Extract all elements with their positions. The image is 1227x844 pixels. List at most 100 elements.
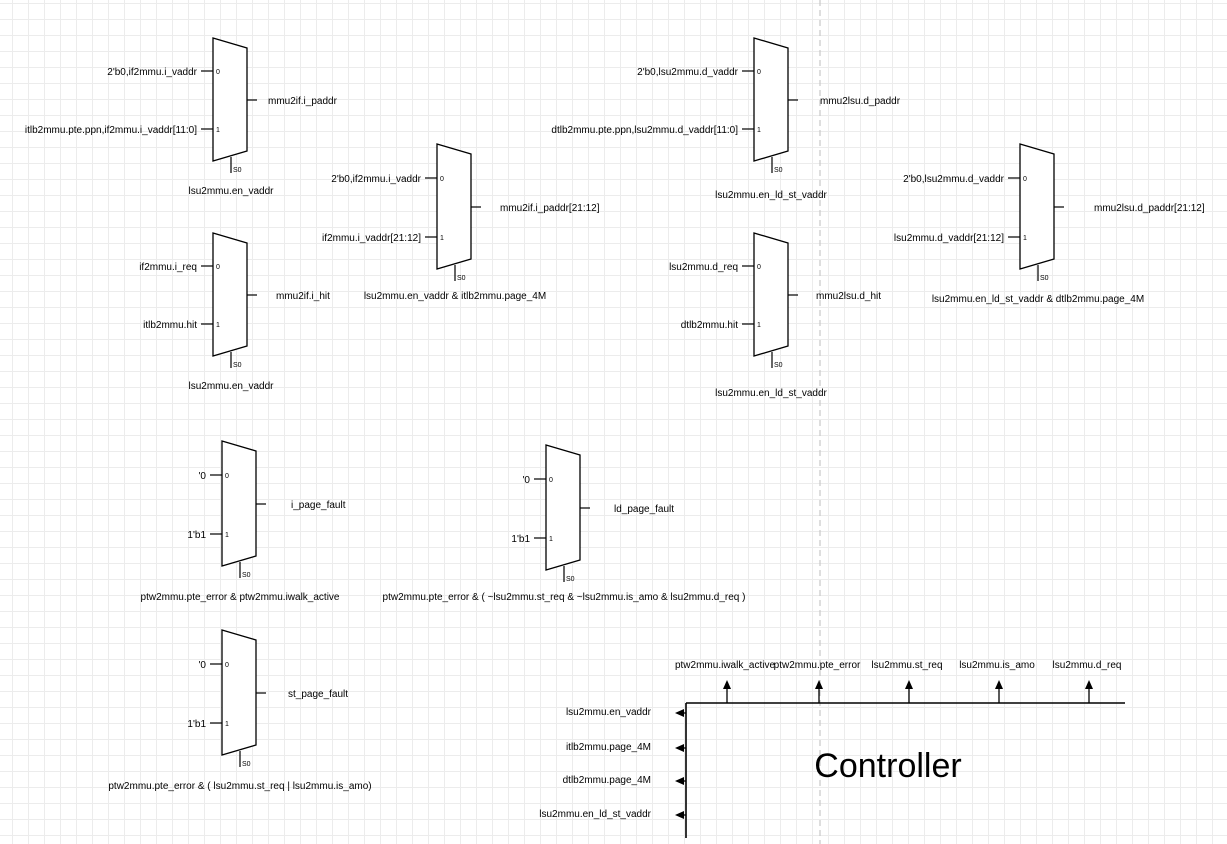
controller-block: Controller ptw2mmu.iwalk_activeptw2mmu.pt… [539,660,1125,838]
pin-0-label: 0 [549,477,553,484]
pin-sel-label: S0 [242,761,251,768]
select-label: ptw2mmu.pte_error & ptw2mmu.iwalk_active [141,592,340,603]
pin-sel-label: S0 [233,362,242,369]
controller-output-label: lsu2mmu.en_ld_st_vaddr [539,809,651,820]
output-label: mmu2if.i_paddr [268,96,338,107]
output-label: mmu2lsu.d_paddr[21:12] [1094,203,1205,214]
pin-0-label: 0 [225,662,229,669]
mux-body [1019,143,1055,270]
output-label: ld_page_fault [614,504,674,515]
mux-d-paddr: 0 1S0 2'b0,lsu2mmu.d_vaddr dtlb2mmu.pte.ppn… [551,37,901,201]
controller-input-label: lsu2mmu.d_req [1053,660,1122,671]
mux-body [545,444,581,571]
pin-1-label: 1 [225,721,229,728]
mux-body [753,232,789,357]
input-0-label: if2mmu.i_req [139,262,197,273]
input-1-label: if2mmu.i_vaddr[21:12] [322,233,421,244]
mux-body [221,440,257,567]
pin-1-label: 1 [440,235,444,242]
select-label: ptw2mmu.pte_error & ( ~lsu2mmu.st_req & … [383,592,746,603]
controller-title: Controller [814,747,961,785]
mux-i-page-fault: 0 1S0 '0 1'b1 i_page_fault ptw2mmu.pte_error … [141,440,346,603]
pin-0-label: 0 [757,264,761,271]
arrow-left-icon [675,709,684,717]
select-label: lsu2mmu.en_vaddr [188,381,274,392]
controller-output-label: dtlb2mmu.page_4M [563,775,651,786]
controller-input-label: ptw2mmu.iwalk_active [675,660,775,671]
input-0-label: '0 [199,471,207,482]
mux-d-paddr-hi: 0 1S0 2'b0,lsu2mmu.d_vaddr lsu2mmu.d_vaddr[… [894,143,1205,305]
input-1-label: itlb2mmu.pte.ppn,if2mmu.i_vaddr[11:0] [25,125,197,136]
pin-0-label: 0 [440,176,444,183]
input-0-label: 2'b0,lsu2mmu.d_vaddr [903,174,1005,185]
select-label: lsu2mmu.en_ld_st_vaddr [715,190,827,201]
mux-body [221,629,257,756]
select-label: ptw2mmu.pte_error & ( lsu2mmu.st_req | l… [108,781,371,792]
mux-i-paddr-hi: 0 1S0 2'b0,if2mmu.i_vaddr if2mmu.i_vaddr[21… [322,143,600,302]
controller-output-label: itlb2mmu.page_4M [566,742,651,753]
input-1-label: dtlb2mmu.pte.ppn,lsu2mmu.d_vaddr[11:0] [551,125,738,136]
select-label: lsu2mmu.en_vaddr & itlb2mmu.page_4M [364,291,546,302]
output-label: mmu2if.i_hit [276,291,330,302]
mux-body [212,232,248,357]
input-1-label: 1'b1 [511,534,530,545]
arrow-up-icon [723,680,731,689]
input-1-label: 1'b1 [187,530,206,541]
pin-sel-label: S0 [774,362,783,369]
output-label: mmu2lsu.d_hit [816,291,881,302]
pin-0-label: 0 [216,69,220,76]
arrow-up-icon [1085,680,1093,689]
arrow-up-icon [905,680,913,689]
input-1-label: lsu2mmu.d_vaddr[21:12] [894,233,1004,244]
input-0-label: lsu2mmu.d_req [669,262,738,273]
controller-output-label: lsu2mmu.en_vaddr [566,707,652,718]
pin-0-label: 0 [225,473,229,480]
controller-input-label: lsu2mmu.is_amo [959,660,1035,671]
select-label: lsu2mmu.en_ld_st_vaddr [715,388,827,399]
pin-1-label: 1 [757,127,761,134]
controller-input-label: lsu2mmu.st_req [871,660,942,671]
controller-input-label: ptw2mmu.pte_error [774,660,861,671]
arrow-left-icon [675,811,684,819]
input-0-label: 2'b0,lsu2mmu.d_vaddr [637,67,739,78]
pin-sel-label: S0 [457,275,466,282]
mux-d-hit: 0 1S0 lsu2mmu.d_req dtlb2mmu.hit mmu2lsu.d_h… [669,232,881,399]
mux-i-paddr: 01S02'b0,if2mmu.i_vaddritlb2mmu.pte.ppn,… [25,37,338,197]
pin-0-label: 0 [1023,176,1027,183]
mux-ld-page-fault: 0 1S0 '0 1'b1 ld_page_fault ptw2mmu.pte_error… [383,444,746,603]
input-1-label: dtlb2mmu.hit [681,320,738,331]
pin-sel-label: S0 [1040,275,1049,282]
arrow-up-icon [995,680,1003,689]
pin-1-label: 1 [216,127,220,134]
pin-1-label: 1 [1023,235,1027,242]
output-label: mmu2if.i_paddr[21:12] [500,203,600,214]
pin-1-label: 1 [757,322,761,329]
pin-sel-label: S0 [233,167,242,174]
arrow-up-icon [815,680,823,689]
input-0-label: 2'b0,if2mmu.i_vaddr [331,174,421,185]
input-1-label: 1'b1 [187,719,206,730]
mux-body [436,143,472,270]
mux-st-page-fault: 01S0'01'b1st_page_faultptw2mmu.pte_error… [108,629,372,792]
mux-body [212,37,248,162]
pin-sel-label: S0 [242,572,251,579]
select-label: lsu2mmu.en_ld_st_vaddr & dtlb2mmu.page_4… [932,294,1144,305]
pin-sel-label: S0 [774,167,783,174]
input-1-label: itlb2mmu.hit [143,320,197,331]
pin-1-label: 1 [225,532,229,539]
mux-group: 01S02'b0,if2mmu.i_vaddritlb2mmu.pte.ppn,… [25,37,1205,792]
arrow-left-icon [675,777,684,785]
pin-1-label: 1 [549,536,553,543]
mux-body [753,37,789,162]
arrow-left-icon [675,744,684,752]
pin-sel-label: S0 [566,576,575,583]
select-label: lsu2mmu.en_vaddr [188,186,274,197]
input-0-label: '0 [199,660,207,671]
pin-0-label: 0 [216,264,220,271]
pin-0-label: 0 [757,69,761,76]
pin-1-label: 1 [216,322,220,329]
output-label: i_page_fault [291,500,346,511]
output-label: mmu2lsu.d_paddr [820,96,901,107]
input-0-label: '0 [523,475,531,486]
